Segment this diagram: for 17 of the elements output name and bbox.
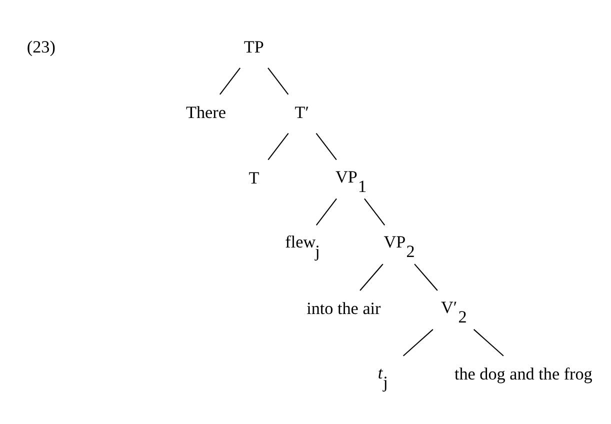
connector: [268, 132, 289, 160]
connector: [316, 132, 337, 160]
node-text: the dog and the frog: [454, 364, 592, 384]
connector: [360, 264, 384, 291]
node-text: T: [248, 168, 260, 188]
connector: [414, 264, 438, 291]
connector: [364, 198, 386, 226]
node-text: TP: [244, 38, 264, 57]
node-text: T′: [294, 103, 309, 122]
connector: [473, 329, 504, 356]
connector: [268, 68, 289, 95]
connector: [402, 329, 434, 356]
node-text: into the air: [306, 299, 381, 318]
label: (23): [26, 38, 56, 57]
connector: [220, 68, 241, 95]
connector: [316, 198, 337, 226]
node-text: There: [186, 103, 226, 122]
